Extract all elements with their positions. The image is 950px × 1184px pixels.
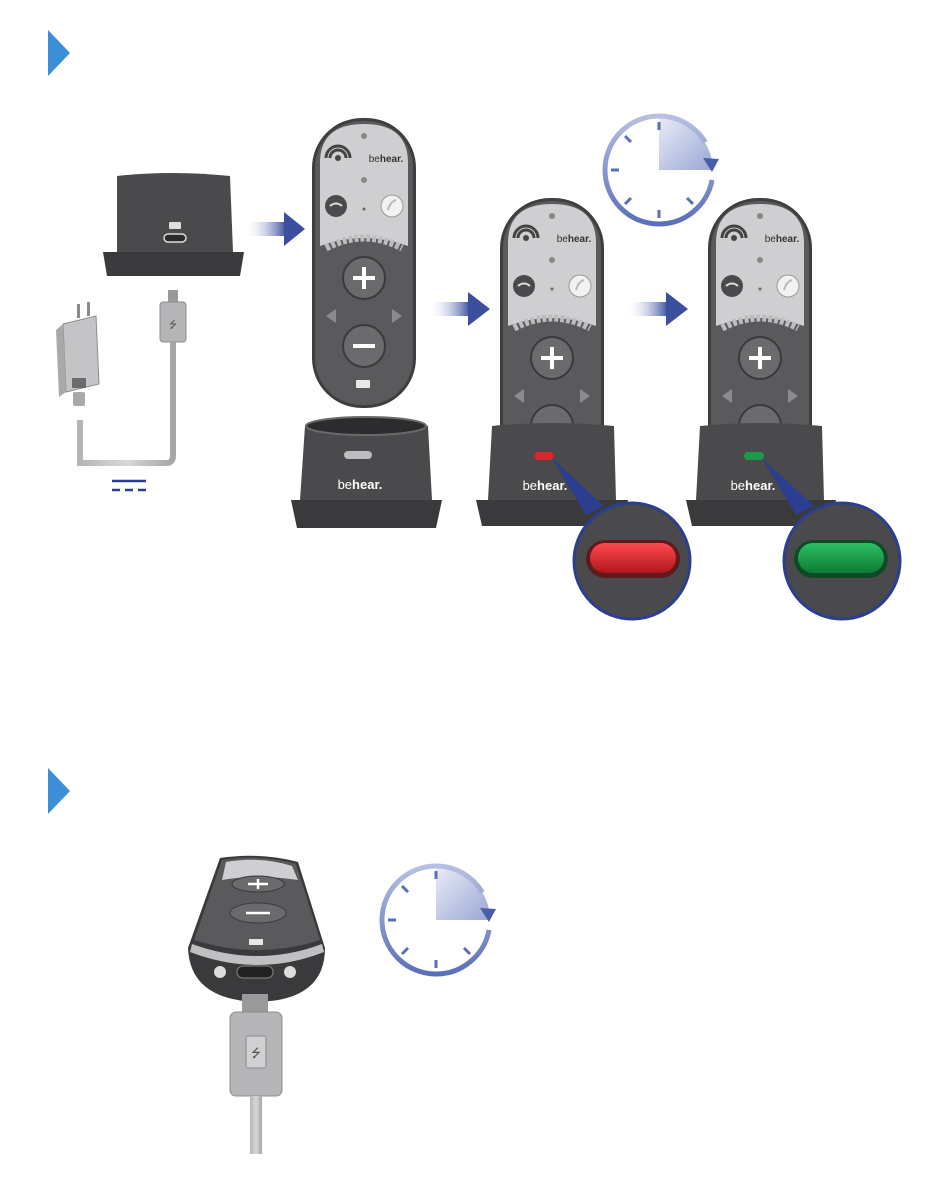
dc-power-symbol: [112, 481, 146, 490]
usb-c-port-remote: [237, 966, 273, 978]
usb-icon: ⭍: [169, 319, 177, 331]
step-marker-1: [48, 30, 70, 76]
charging-dock-empty: behear.: [291, 417, 442, 528]
remote-brand-logo: behear.: [765, 234, 800, 245]
remote-brand-logo: behear.: [369, 154, 404, 165]
wall-adapter: [56, 302, 99, 406]
usb-c-port: [164, 234, 186, 242]
timer-clock-bottom: [382, 866, 496, 974]
charging-base-back: [103, 173, 244, 276]
dock-with-remote-green: behear. behear.: [686, 198, 900, 619]
remote-brand-logo: behear.: [557, 234, 592, 245]
dock-brand-logo: behear.: [731, 478, 776, 493]
dock-led-red: [534, 452, 554, 460]
timer-clock-top: [605, 116, 719, 224]
remote-bottom-view: [188, 856, 325, 1002]
dock-brand-logo: behear.: [338, 477, 383, 492]
led-green-magnified: [798, 543, 884, 573]
usb-cable-to-remote: ⭍: [230, 994, 282, 1154]
dock-brand-logo: behear.: [523, 478, 568, 493]
arrow-base-to-remote: [244, 212, 305, 246]
power-icon: [169, 222, 181, 229]
remote-device-lifted: behear.: [312, 118, 416, 408]
dock-led-off: [344, 451, 372, 459]
dock-led-green: [744, 452, 764, 460]
arrow-to-charging-red: [428, 292, 490, 326]
dock-with-remote-red: behear. behear.: [476, 198, 690, 619]
step-marker-2: [48, 768, 70, 814]
arrow-to-charged-green: [626, 292, 688, 326]
led-red-magnified: [590, 543, 676, 573]
usb-icon: ⭍: [251, 1046, 261, 1060]
